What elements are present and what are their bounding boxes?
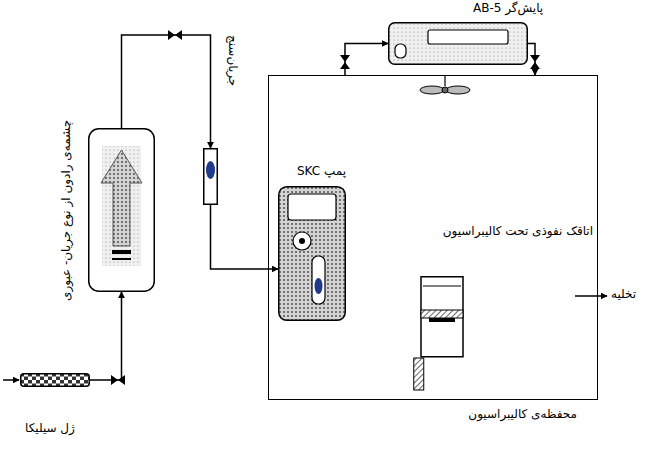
inlet-arrow xyxy=(3,379,19,381)
pump-float xyxy=(315,278,323,294)
monitor-body xyxy=(389,23,528,65)
node-label: جریان‌سنج xyxy=(225,35,240,86)
fan-shaft xyxy=(444,76,445,86)
flowmeter-float xyxy=(206,161,215,179)
monitor-device-drawing xyxy=(388,22,528,65)
valve-symbol xyxy=(168,30,182,40)
pump-knob-center xyxy=(299,238,305,244)
flow-arrow xyxy=(101,150,142,246)
source-housing xyxy=(89,129,155,292)
exhaust-label: تخلیه xyxy=(611,287,636,302)
flowmeter-drawing xyxy=(203,148,218,205)
valve-symbol xyxy=(340,55,350,69)
valve-symbol xyxy=(111,375,125,385)
source-fill xyxy=(102,146,141,266)
chamber-detector xyxy=(429,318,455,322)
pipe-connector xyxy=(345,44,388,76)
source-band xyxy=(112,258,131,260)
pump-drawing xyxy=(278,186,346,321)
chamber-filter xyxy=(421,310,463,318)
fan-hub xyxy=(442,87,448,93)
node-label: اتاقک نفوذی تحت کالیبراسیون xyxy=(443,224,593,239)
node-label: محفظه‌ی کالیبراسیون xyxy=(468,407,577,422)
flowmeter-tube xyxy=(204,149,218,205)
pump-body xyxy=(279,187,346,321)
calibration-enclosure: محفظه‌ی کالیبراسیونپمپ SKCاتاقک نفوذی تح… xyxy=(268,75,598,400)
chamber-lid xyxy=(423,286,461,287)
silica-gel-tube xyxy=(21,374,90,387)
pump-rotameter xyxy=(312,256,325,304)
node-label: پمپ SKC xyxy=(297,164,346,179)
pump: پمپ SKC xyxy=(278,186,346,321)
valve-symbol xyxy=(530,55,540,69)
chamber-stand xyxy=(414,358,424,390)
diffusion-chamber-drawing xyxy=(413,276,471,391)
pipe-connector xyxy=(90,292,122,380)
exhaust-arrow xyxy=(575,295,607,297)
silica-gel-tube: ژل سیلیکا xyxy=(20,373,90,387)
monitor-button xyxy=(395,44,406,58)
flowmeter: جریان‌سنج xyxy=(203,148,218,205)
node-label: چشمه‌ی رادون از نوع جریان- عبوری xyxy=(59,119,74,300)
fan-blade xyxy=(446,86,470,94)
pump-panel xyxy=(288,194,336,220)
node-label: ژل سیلیکا xyxy=(25,421,75,436)
node-label: پایش‌گر AB-5 xyxy=(473,1,543,16)
diffusion-chamber: اتاقک نفوذی تحت کالیبراسیون xyxy=(413,276,471,391)
monitor-device: پایش‌گر AB-5 xyxy=(388,22,528,65)
silica-gel-tube-drawing xyxy=(20,373,90,387)
fan-blade xyxy=(420,86,444,94)
pump-knob xyxy=(293,232,311,250)
radon-source: چشمه‌ی رادون از نوع جریان- عبوری xyxy=(88,128,155,292)
chamber-body xyxy=(421,277,463,357)
monitor-display xyxy=(428,30,508,44)
source-band xyxy=(112,250,131,254)
radon-source-drawing xyxy=(88,128,155,292)
